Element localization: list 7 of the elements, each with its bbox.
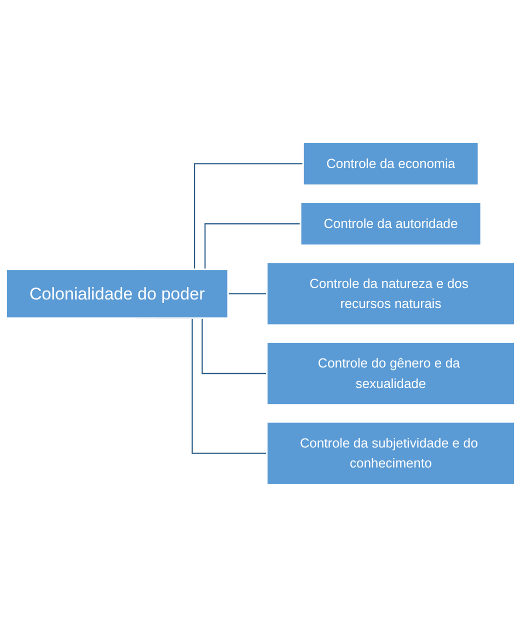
node-box: Controle da autoridade [300, 202, 482, 246]
node-box: Controle do gênero e da sexualidade [266, 341, 516, 406]
node-box: Controle da economia [302, 141, 480, 186]
node-box: Controle da natureza e dos recursos naturais [266, 262, 516, 326]
connector [228, 293, 267, 294]
node-box: Colonialidade do poder [5, 268, 229, 319]
node-box: Controle da subjetividade e do conhecimento [266, 421, 516, 486]
